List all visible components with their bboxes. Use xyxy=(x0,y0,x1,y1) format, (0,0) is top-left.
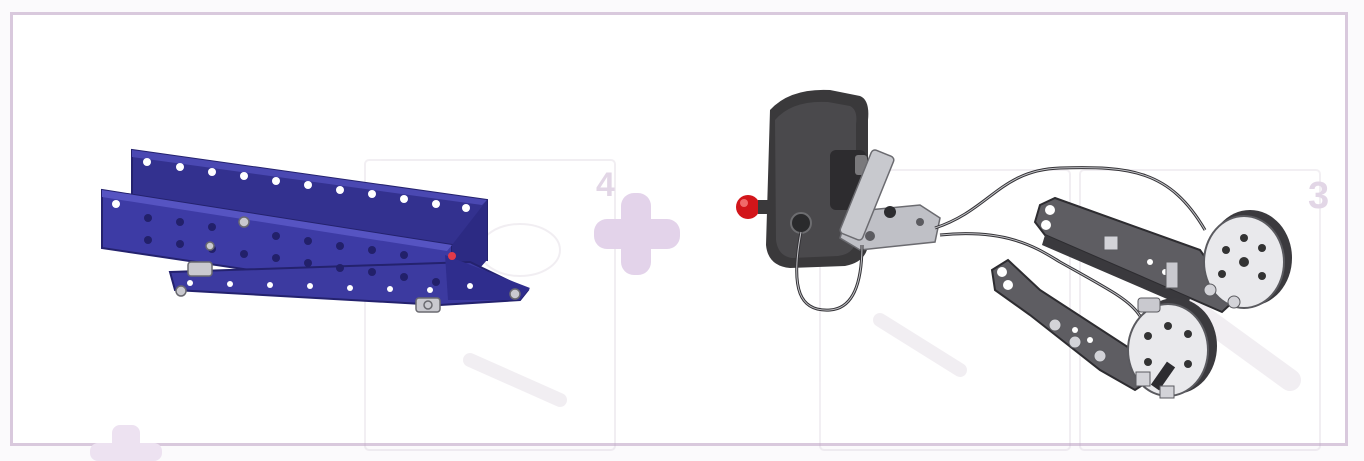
ghost-step-number: 3 xyxy=(1308,175,1329,217)
ghost-plus-icon xyxy=(90,425,162,461)
ghost-step-number: 4 xyxy=(596,166,615,204)
motor-wheel-upper-icon xyxy=(1035,198,1292,312)
plus-icon xyxy=(594,193,680,275)
blue-plate-assembly-icon xyxy=(102,150,530,312)
red-switch-icon xyxy=(736,195,760,219)
